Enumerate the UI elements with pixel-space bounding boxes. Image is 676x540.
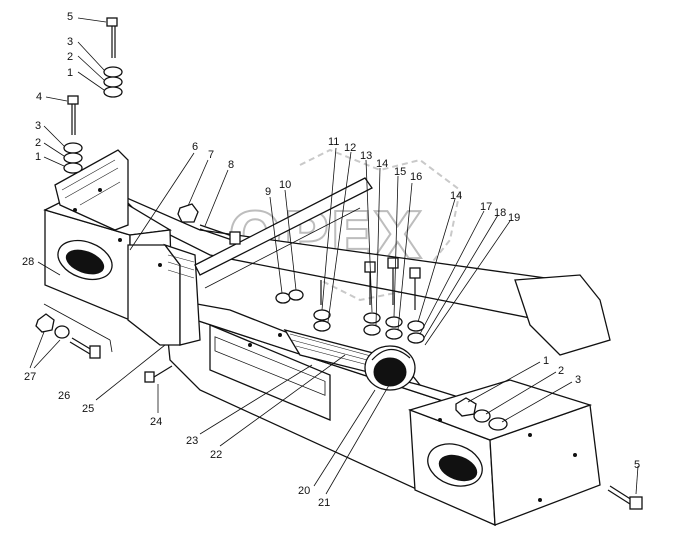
callout-28: 28 (22, 256, 34, 268)
callout-4: 4 (36, 91, 42, 103)
callout-14: 14 (450, 190, 462, 202)
callout-13: 13 (360, 150, 372, 162)
callout-17: 17 (480, 201, 492, 213)
callout-3: 3 (67, 36, 73, 48)
bumper-beam (43, 149, 611, 527)
callout-15: 15 (394, 166, 406, 178)
callouts: 5 3 2 1 4 3 2 1 6 7 8 9 10 11 12 13 14 1… (22, 11, 640, 509)
callout-5: 5 (634, 459, 640, 471)
callout-19: 19 (508, 212, 520, 224)
callout-11: 11 (328, 136, 339, 148)
callout-23: 23 (186, 435, 198, 447)
callout-10: 10 (279, 179, 291, 191)
callout-3: 3 (35, 120, 41, 132)
rivets (73, 188, 577, 502)
tow-hook (364, 345, 416, 391)
callout-21: 21 (318, 497, 330, 509)
callout-25: 25 (82, 403, 94, 415)
callout-2: 2 (35, 137, 41, 149)
callout-1: 1 (67, 67, 73, 79)
callout-1: 1 (35, 151, 41, 163)
callout-2: 2 (558, 365, 564, 377)
callout-8: 8 (228, 159, 234, 171)
callout-12: 12 (344, 142, 356, 154)
callout-7: 7 (208, 149, 214, 161)
callout-2: 2 (67, 51, 73, 63)
callout-26: 26 (58, 390, 70, 402)
leader-lines (29, 17, 639, 495)
callout-27: 27 (24, 371, 36, 383)
callout-24: 24 (150, 416, 162, 428)
callout-16: 16 (410, 171, 422, 183)
callout-6: 6 (192, 141, 198, 153)
hardware (35, 17, 643, 510)
callout-5: 5 (67, 11, 73, 23)
callout-22: 22 (210, 449, 222, 461)
callout-20: 20 (298, 485, 310, 497)
callout-9: 9 (265, 186, 271, 198)
callout-1: 1 (543, 355, 549, 367)
callout-18: 18 (494, 207, 506, 219)
end-plate-hatch (167, 254, 195, 279)
callout-3: 3 (575, 374, 581, 386)
callout-14: 14 (376, 158, 388, 170)
